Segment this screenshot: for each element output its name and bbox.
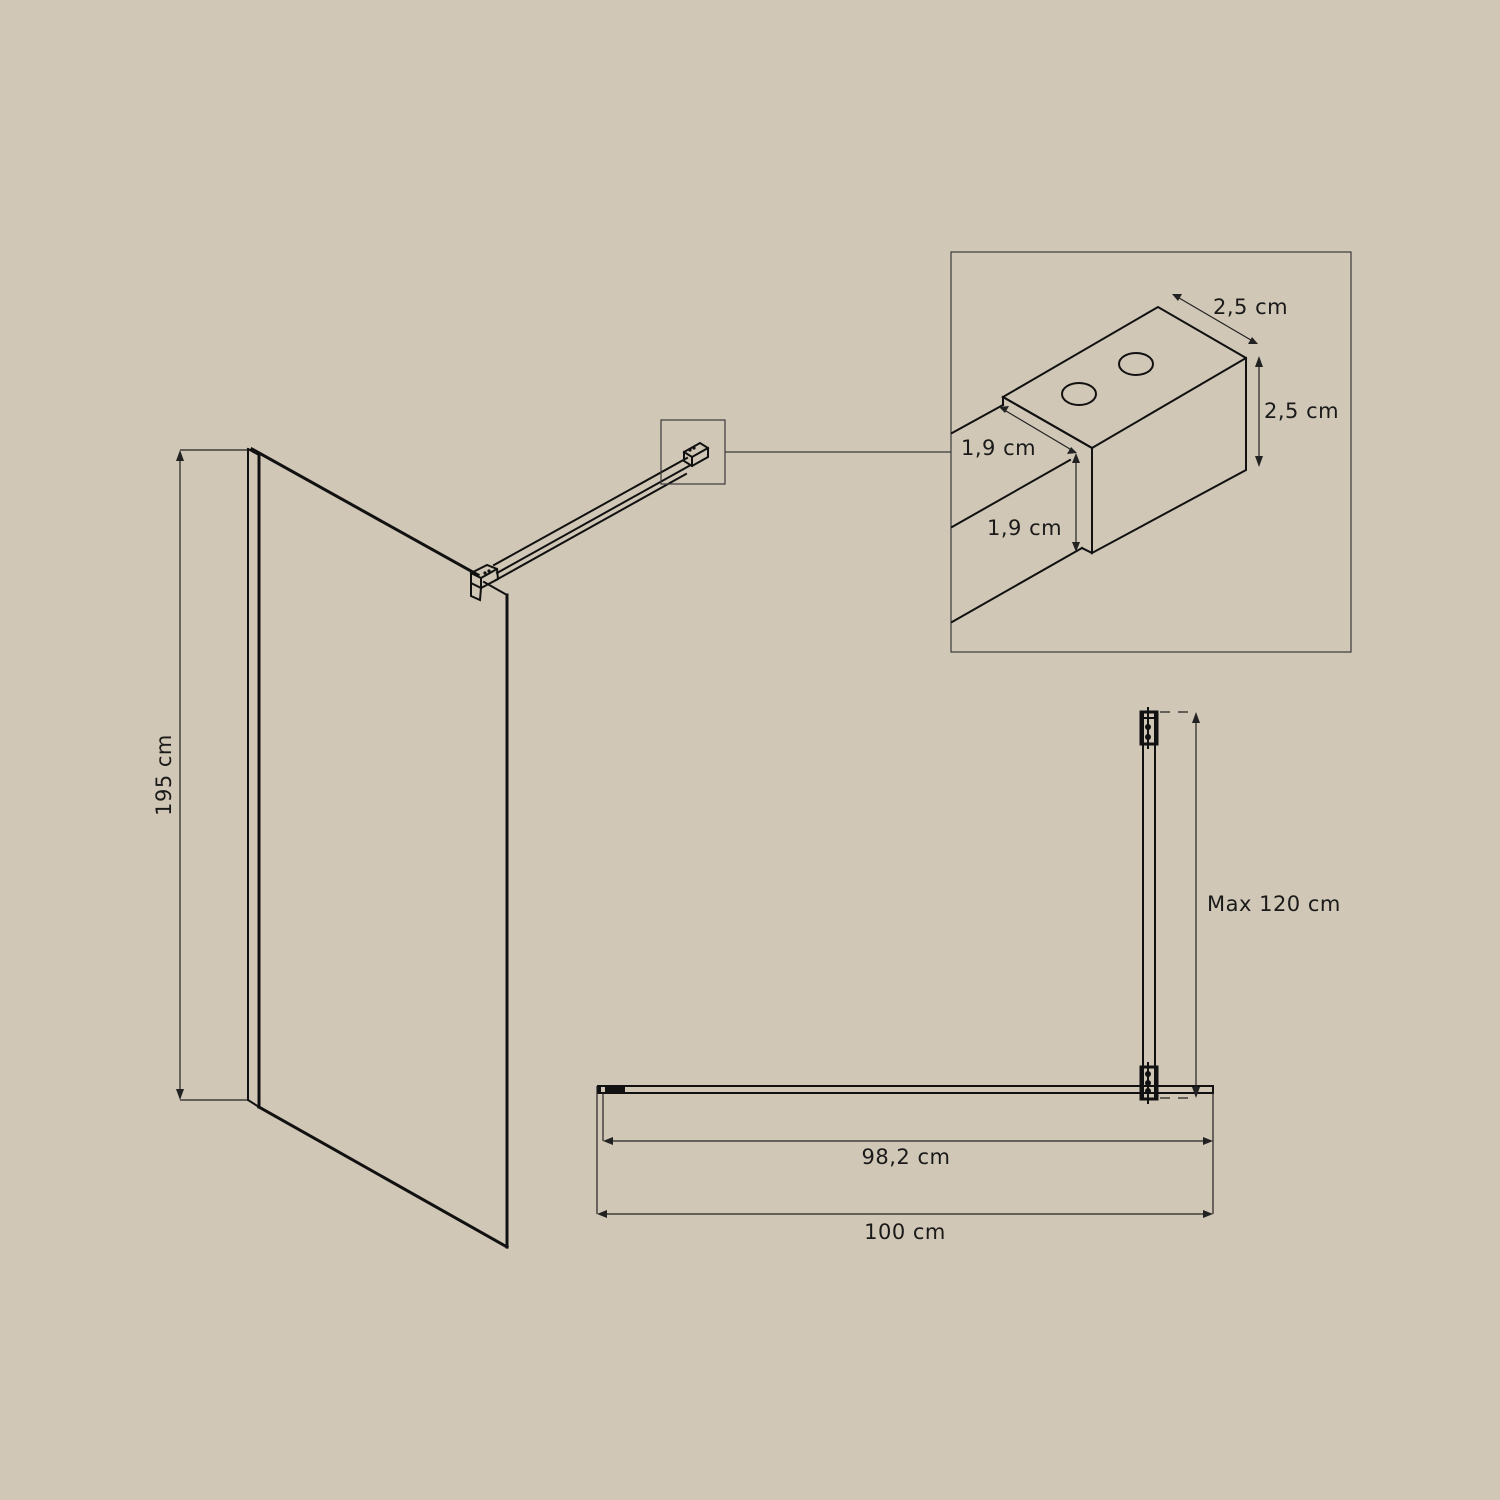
width-top-label: 2,5 cm: [1213, 295, 1288, 319]
glass-panel: [249, 446, 510, 1250]
bar-width-label: 1,9 cm: [961, 436, 1036, 460]
wall-profile: [246, 447, 261, 1109]
height-dimension: 195 cm: [152, 449, 248, 1101]
stabilizer-length-label: Max 120 cm: [1207, 892, 1341, 916]
glass-width-label: 98,2 cm: [862, 1145, 951, 1169]
stabilizer-bar: [469, 441, 710, 602]
height-detail-label: 2,5 cm: [1264, 399, 1339, 423]
top-view: Max 120 cm 98,2 cm 100 cm: [596, 707, 1341, 1244]
detail-callout-box: [660, 419, 726, 485]
bar-height-label: 1,9 cm: [987, 516, 1062, 540]
total-width-label: 100 cm: [864, 1220, 946, 1244]
isometric-view: 195 cm: [152, 419, 951, 1250]
detail-view: 2,5 cm 2,5 cm 1,9 cm 1,9 cm: [950, 251, 1352, 653]
height-label: 195 cm: [152, 734, 176, 816]
